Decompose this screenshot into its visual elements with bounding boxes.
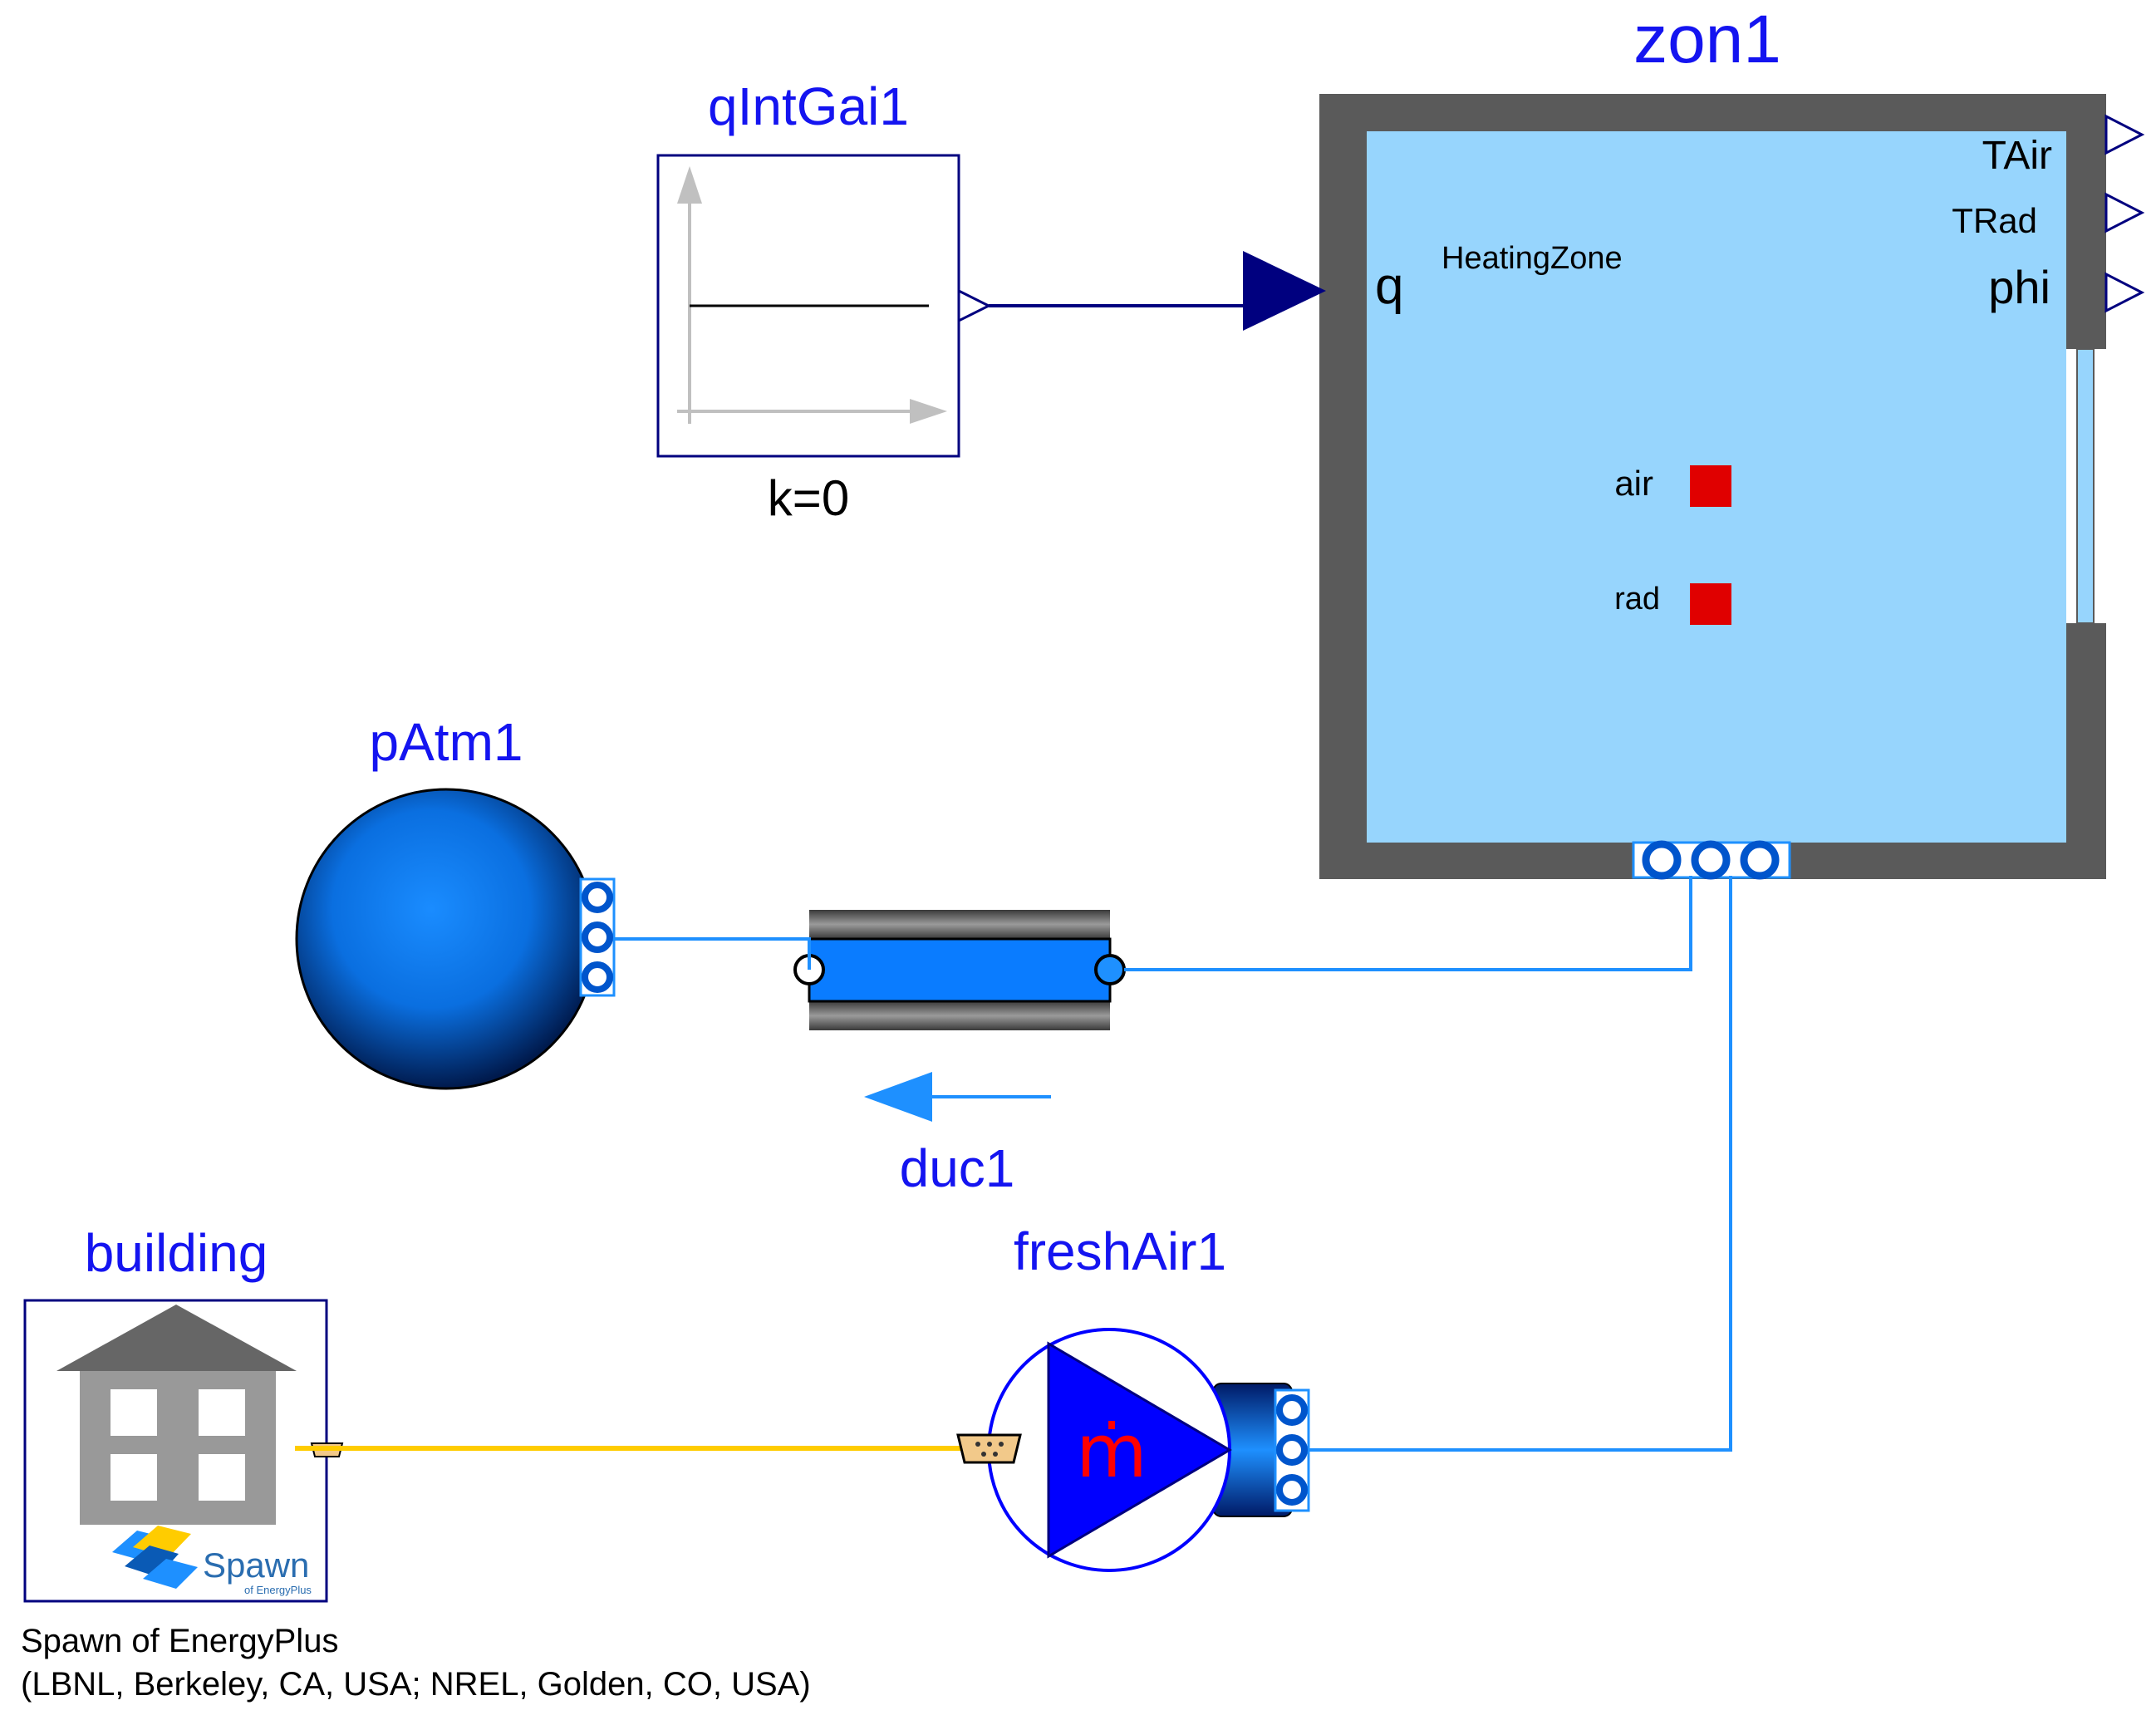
zone-component[interactable]: zon1 q HeatingZone TAir TRad phi air rad xyxy=(1319,2,2145,880)
duct-port-b[interactable] xyxy=(1094,954,1126,985)
zone-port-air-label: air xyxy=(1614,464,1653,503)
building-name-label: building xyxy=(85,1223,268,1283)
duct-name-label: duc1 xyxy=(900,1138,1015,1198)
zone-type-label: HeatingZone xyxy=(1441,241,1623,276)
fan-triangle-icon xyxy=(1047,1341,1232,1559)
zone-input-q-label: q xyxy=(1375,258,1403,315)
fluid-line-zone-fan xyxy=(1304,876,1732,1452)
duct-fluid xyxy=(808,937,1112,1003)
zone-name-label: zon1 xyxy=(1633,2,1781,77)
fluid-line-duct-zone xyxy=(1124,876,1692,971)
zone-heat-port-rad[interactable] xyxy=(1690,583,1731,625)
building-caption-line2: (LBNL, Berkeley, CA, USA; NREL, Golden, … xyxy=(21,1666,811,1703)
boundary-fluid-ports[interactable] xyxy=(579,877,616,997)
zone-output-phi-label: phi xyxy=(1988,261,2050,313)
building-component[interactable]: building Spawn of EnergyPlus Spawn of En… xyxy=(21,1223,811,1703)
signal-connection-q xyxy=(989,251,1326,331)
house-icon xyxy=(56,1305,297,1525)
zone-output-tair-label: TAir xyxy=(1982,134,2052,178)
constant-output-connector[interactable] xyxy=(957,288,992,323)
spawn-logo-text: Spawn xyxy=(203,1546,309,1585)
duct-wall-top xyxy=(809,910,1110,939)
zone-output-phi-connector[interactable] xyxy=(2104,272,2145,313)
building-caption-line1: Spawn of EnergyPlus xyxy=(21,1623,338,1659)
duct-component[interactable]: duc1 xyxy=(793,910,1126,1198)
constant-axes-icon xyxy=(677,166,947,424)
zone-heat-port-air[interactable] xyxy=(1690,465,1731,507)
constant-block[interactable]: qIntGai1 k=0 xyxy=(656,76,992,526)
fluid-line-patm-duct xyxy=(614,937,811,970)
zone-window xyxy=(2066,348,2106,624)
constant-parameter-label: k=0 xyxy=(768,470,849,526)
zone-output-tair-connector[interactable] xyxy=(2104,114,2145,155)
boundary-component[interactable]: pAtm1 xyxy=(295,712,616,1090)
fan-flow-symbol: ṁ xyxy=(1076,1408,1147,1494)
zone-port-rad-label: rad xyxy=(1614,582,1660,617)
fan-component[interactable]: freshAir1 ṁ xyxy=(956,1221,1310,1572)
zone-output-trad-connector[interactable] xyxy=(2104,192,2145,233)
fan-fluid-ports[interactable] xyxy=(1274,1388,1310,1512)
boundary-sphere xyxy=(295,788,597,1090)
duct-flow-arrow-icon xyxy=(864,1072,1051,1122)
zone-input-q-connector[interactable] xyxy=(1243,251,1326,331)
zone-fluid-ports[interactable] xyxy=(1632,840,1791,880)
fan-bus-connector[interactable] xyxy=(956,1433,1022,1464)
fluid-connections xyxy=(614,876,1732,1452)
constant-name-label: qIntGai1 xyxy=(708,76,909,136)
boundary-name-label: pAtm1 xyxy=(370,712,523,772)
spawn-logo-icon: Spawn of EnergyPlus xyxy=(112,1526,312,1596)
duct-wall-bottom xyxy=(809,1001,1110,1030)
fan-name-label: freshAir1 xyxy=(1014,1221,1226,1281)
spawn-logo-subtext: of EnergyPlus xyxy=(244,1584,312,1596)
zone-output-trad-label: TRad xyxy=(1952,201,2037,240)
